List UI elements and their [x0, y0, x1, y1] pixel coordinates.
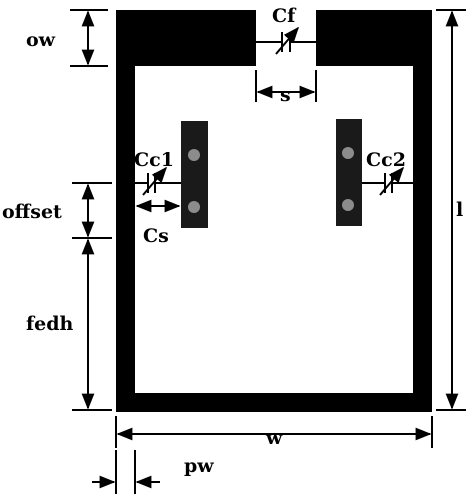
ow-dimension [70, 9, 108, 67]
offset-dimension [72, 182, 112, 239]
w-dimension [115, 416, 433, 448]
port-2a [342, 147, 354, 159]
label-fedh: fedh [26, 313, 74, 335]
feed-strip-left [181, 121, 208, 228]
label-w: w [265, 427, 283, 449]
label-l: l [456, 199, 463, 221]
port-1b [188, 201, 200, 213]
port-2b [342, 199, 354, 211]
left-arm [116, 10, 135, 412]
bottom-arm [116, 393, 432, 412]
label-ow: ow [26, 29, 56, 51]
feed-strip-right [336, 119, 362, 226]
label-pw: pw [184, 455, 214, 477]
label-cc1: Cc1 [134, 149, 174, 171]
right-top-pad [316, 10, 432, 66]
cc2-capacitor-icon [362, 166, 413, 196]
label-s: s [280, 84, 291, 106]
label-cf: Cf [272, 5, 297, 27]
pw-dimension [92, 450, 160, 494]
right-arm [413, 10, 432, 412]
port-1a [188, 149, 200, 161]
cc1-capacitor-icon [135, 166, 181, 196]
label-cs: Cs [143, 225, 169, 247]
fedh-dimension [72, 238, 112, 411]
s-dimension [255, 70, 317, 102]
cf-capacitor-icon [256, 26, 316, 55]
label-cc2: Cc2 [366, 149, 406, 171]
left-top-pad [116, 10, 256, 66]
label-offset: offset [2, 201, 62, 223]
l-dimension [436, 9, 466, 411]
resonator-ring [116, 10, 432, 412]
